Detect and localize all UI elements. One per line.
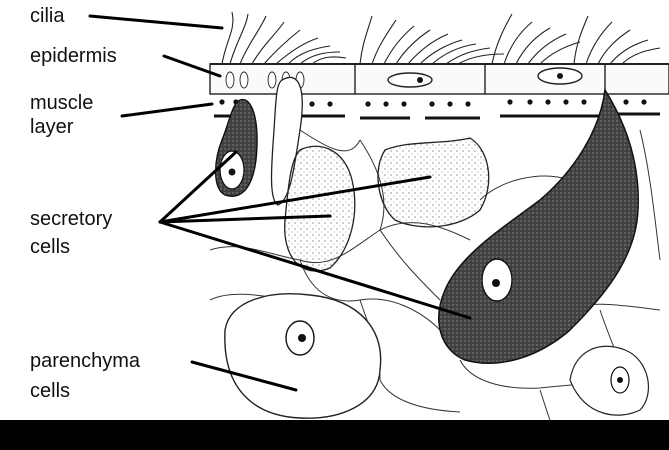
label-epidermis: epidermis xyxy=(30,45,117,68)
label-secretory-cells-line1: secretory xyxy=(30,208,112,231)
parenchyma-cell xyxy=(570,346,648,415)
secretory-cell-middle xyxy=(285,146,355,271)
secretory-cell-large-dark xyxy=(439,90,638,363)
label-cilia: cilia xyxy=(30,5,64,28)
cilia-group xyxy=(222,12,660,64)
leader-cilia xyxy=(90,16,222,28)
label-secretory-cells-line2: cells xyxy=(30,236,70,259)
label-parenchyma-cells-line1: parenchyma xyxy=(30,350,140,373)
parenchyma-cell xyxy=(225,294,381,418)
label-muscle-layer-line1: muscle xyxy=(30,92,93,115)
epidermis-nucleus xyxy=(388,73,432,87)
label-parenchyma-cells-line2: cells xyxy=(30,380,70,403)
bottom-black-bar xyxy=(0,420,669,450)
leader-muscle xyxy=(122,104,212,116)
label-muscle-layer-line2: layer xyxy=(30,116,73,139)
